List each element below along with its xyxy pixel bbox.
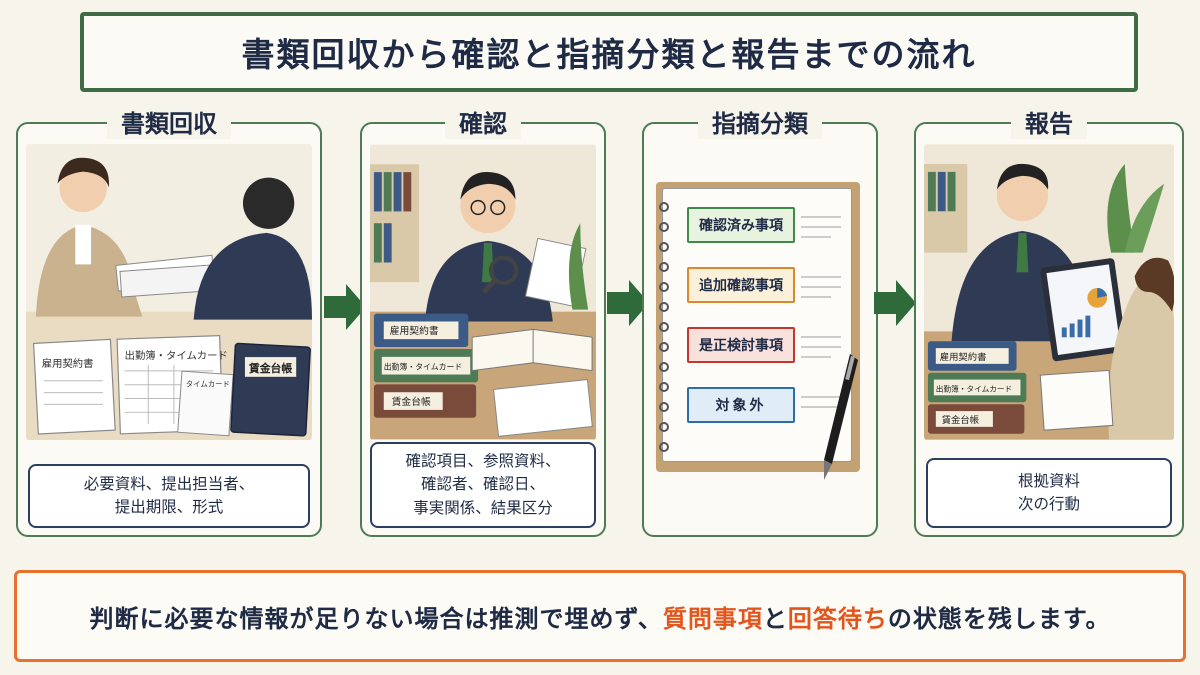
step-report-panel: 報告 (914, 104, 1184, 537)
report-binder-contract: 雇用契約書 (940, 351, 987, 363)
category-correction: 是正検討事項 (687, 327, 795, 363)
note-text-part-1: 判断に必要な情報が足りない場合は推測で埋めず、 (89, 604, 663, 633)
collection-caption: 必要資料、提出担当者、 提出期限、形式 (28, 464, 310, 528)
pen-icon (824, 354, 858, 480)
note-highlight-awaiting-reply: 回答待ち (787, 604, 888, 633)
report-binder-ledger: 賃金台帳 (942, 414, 979, 426)
review-caption-line-2: 確認者、確認日、 (420, 475, 545, 494)
flow-arrow-icon (324, 284, 366, 330)
flow-arrow-icon (607, 280, 649, 326)
report-caption-line-1: 根拠資料 (1017, 471, 1080, 490)
step-report-label: 報告 (1011, 104, 1087, 139)
notebook-lines (801, 216, 841, 408)
doc-ledger-label: 賃金台帳 (248, 361, 292, 375)
step-collection-panel: 書類回収 雇用契約書 出勤簿・タイムカード (16, 104, 322, 537)
collection-illustration: 雇用契約書 出勤簿・タイムカード タイムカード 賃金台帳 (26, 142, 312, 442)
category-confirmed: 確認済み事項 (687, 207, 795, 243)
report-binder-attendance: 出勤簿・タイムカード (936, 383, 1012, 393)
reviewer-illustration: 雇用契約書 出勤簿・タイムカード 賃金台帳 (370, 144, 596, 440)
flow-arrow-icon (874, 280, 916, 326)
category-followup: 追加確認事項 (687, 267, 795, 303)
classification-notebook: 確認済み事項 追加確認事項 是正検討事項 対象外 (656, 182, 860, 472)
review-caption-line-3: 事実関係、結果区分 (413, 498, 553, 517)
note-text-part-2: と (762, 604, 788, 633)
missing-info-note: 判断に必要な情報が足りない場合は推測で埋めず、質問事項と回答待ちの状態を残します… (14, 570, 1186, 662)
step-classification-label: 指摘分類 (698, 104, 822, 139)
report-caption: 根拠資料 次の行動 (926, 458, 1172, 528)
step-classification-panel: 指摘分類 確認済み事項 追加確認事項 是正検討事項 対象外 (642, 104, 878, 537)
note-text-part-3: の状態を残します。 (887, 604, 1111, 633)
step-collection-label: 書類回収 (107, 104, 231, 139)
page-title: 書類回収から確認と指摘分類と報告までの流れ (80, 12, 1138, 92)
category-out-of-scope: 対象外 (687, 387, 795, 423)
step-review-panel: 確認 雇用契約書 (360, 104, 606, 537)
review-binder-attendance: 出勤簿・タイムカード (384, 362, 462, 372)
presenter-illustration: 雇用契約書 出勤簿・タイムカード 賃金台帳 (924, 144, 1174, 440)
spiral-binding-icon (659, 202, 669, 452)
step-review-label: 確認 (445, 104, 521, 139)
notebook-page: 確認済み事項 追加確認事項 是正検討事項 対象外 (659, 188, 852, 462)
report-caption-line-2: 次の行動 (1017, 495, 1080, 513)
collection-caption-line-2: 提出期限、形式 (114, 498, 224, 516)
doc-contract-label: 雇用契約書 (42, 357, 94, 370)
review-caption-line-1: 確認項目、参照資料、 (405, 452, 561, 471)
review-caption: 確認項目、参照資料、 確認者、確認日、 事実関係、結果区分 (370, 442, 596, 528)
review-illustration: 雇用契約書 出勤簿・タイムカード 賃金台帳 (370, 142, 596, 442)
review-binder-contract: 雇用契約書 (390, 324, 439, 337)
collection-caption-line-1: 必要資料、提出担当者、 (83, 474, 255, 493)
review-binder-ledger: 賃金台帳 (392, 395, 431, 408)
doc-attendance-label: 出勤簿・タイムカード (125, 349, 228, 362)
handover-illustration: 雇用契約書 出勤簿・タイムカード タイムカード 賃金台帳 (26, 144, 312, 440)
report-illustration: 雇用契約書 出勤簿・タイムカード 賃金台帳 (924, 142, 1174, 442)
note-highlight-questions: 質問事項 (662, 604, 763, 633)
doc-timecard-label: タイムカード (186, 380, 230, 389)
